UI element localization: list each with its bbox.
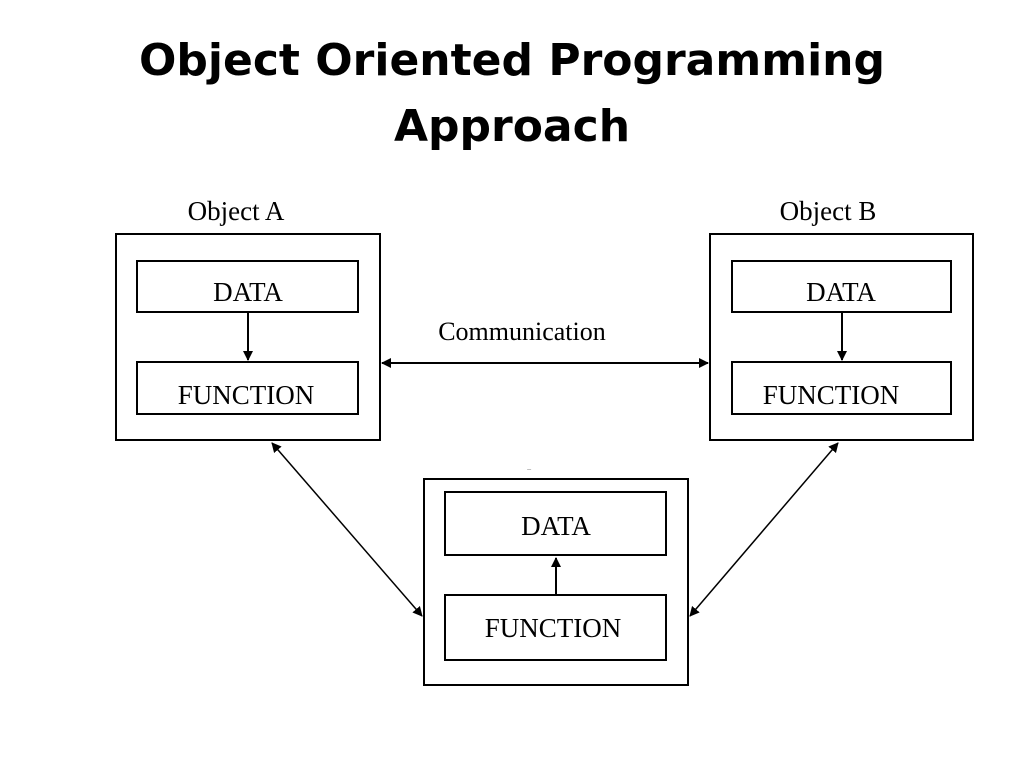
object-b-label: Object B bbox=[780, 196, 877, 226]
object-a-function-label: FUNCTION bbox=[178, 380, 315, 410]
slide-title-line-2: Approach bbox=[393, 101, 631, 152]
slide-title-line-1: Object Oriented Programming bbox=[139, 35, 885, 86]
object-b-box bbox=[709, 233, 974, 441]
object-c-data-box bbox=[444, 491, 667, 556]
object-b: Object B DATA FUNCTION bbox=[709, 196, 974, 441]
object-c-function-box bbox=[444, 594, 667, 661]
object-a-function-box bbox=[136, 361, 359, 415]
communication-label: Communication bbox=[438, 317, 606, 346]
object-b-function-box bbox=[731, 361, 952, 415]
link-arrow-b-c bbox=[689, 442, 839, 617]
object-a: Object A DATA FUNCTION bbox=[115, 196, 381, 441]
object-c-function-label: FUNCTION bbox=[485, 613, 622, 643]
object-b-function-label: FUNCTION bbox=[763, 380, 900, 410]
object-a-box bbox=[115, 233, 381, 441]
object-c-data-label: DATA bbox=[521, 511, 591, 541]
object-b-data-label: DATA bbox=[806, 277, 876, 307]
object-a-label: Object A bbox=[188, 196, 285, 226]
slide-title: Object Oriented Programming Approach bbox=[0, 28, 1024, 160]
object-c: Object C DATA FUNCTION bbox=[423, 465, 689, 686]
object-c-label-mask bbox=[480, 470, 640, 479]
link-arrow-a-c bbox=[271, 442, 423, 617]
object-a-data-label: DATA bbox=[213, 277, 283, 307]
